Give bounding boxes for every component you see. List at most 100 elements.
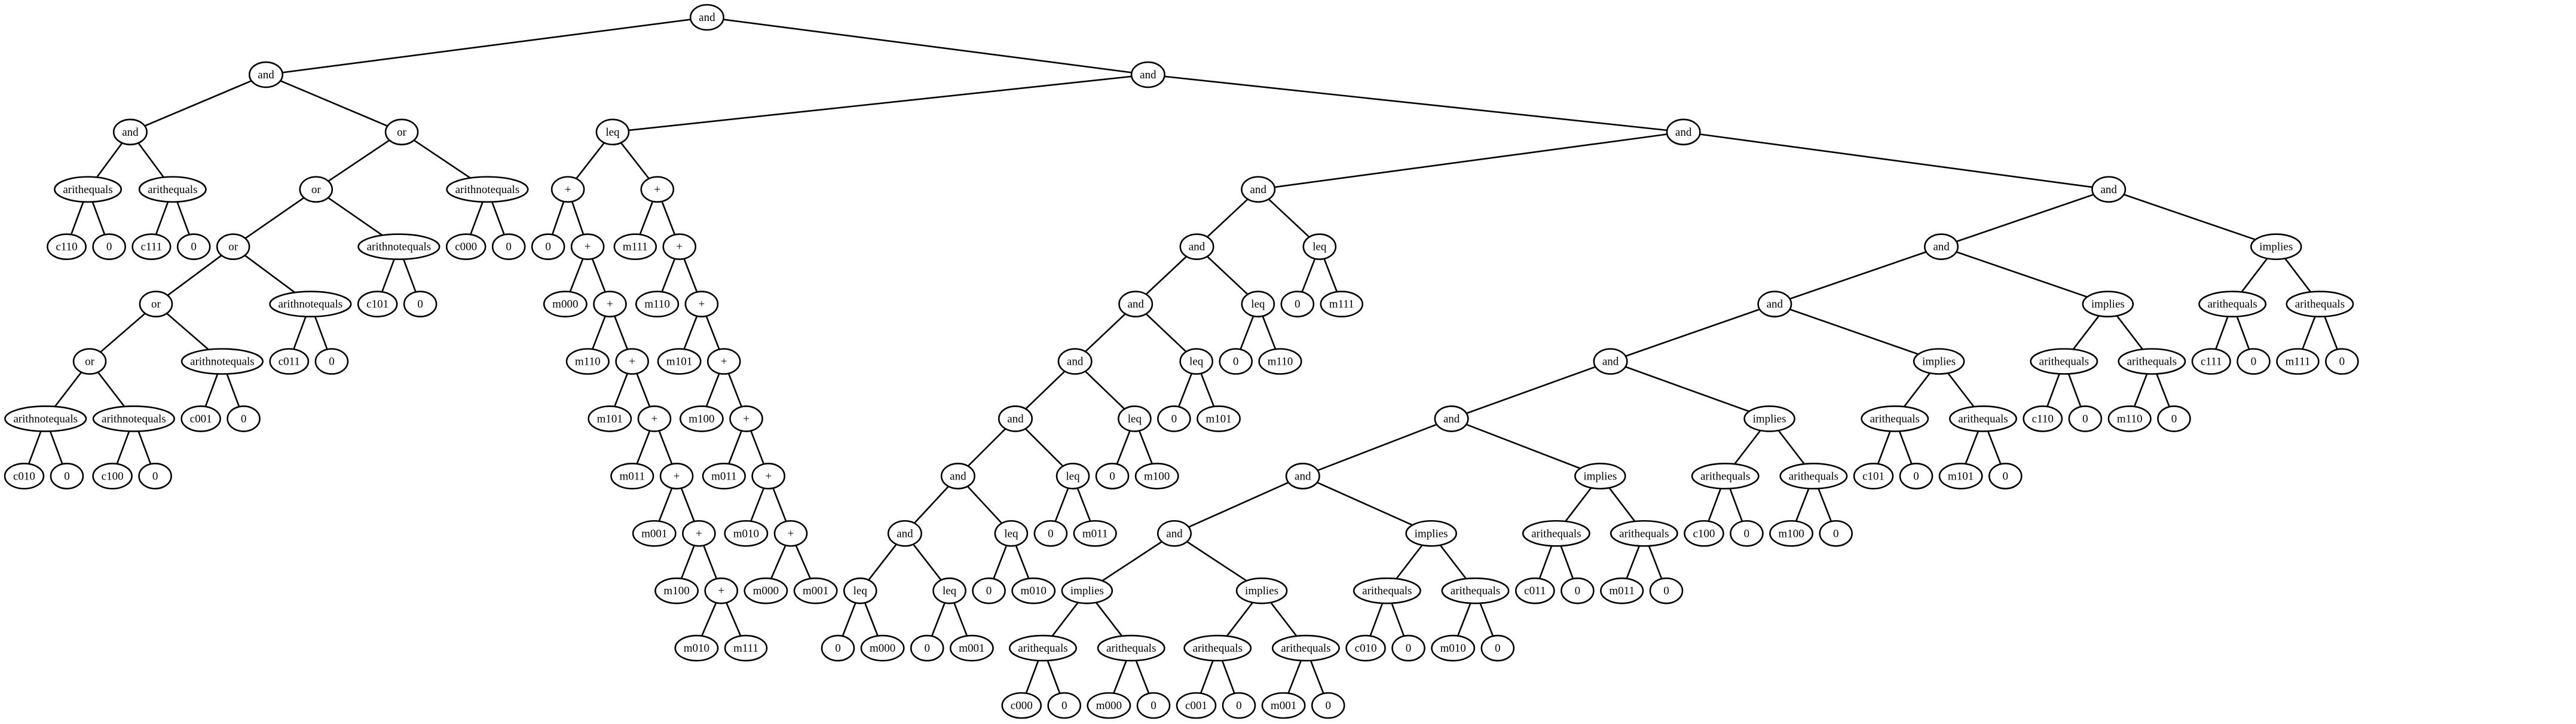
tree-edge bbox=[750, 487, 765, 522]
tree-node-ellipse bbox=[2237, 348, 2271, 375]
tree-node: m000 bbox=[1087, 692, 1131, 719]
tree-edge bbox=[614, 316, 629, 350]
tree-node-label: 0 bbox=[2003, 470, 2009, 482]
tree-node-ellipse bbox=[1001, 692, 1042, 719]
tree-node: and bbox=[1924, 233, 1959, 260]
tree-node-ellipse bbox=[47, 233, 87, 260]
tree-node-label: c111 bbox=[2201, 356, 2222, 368]
tree-edge bbox=[49, 430, 63, 465]
tree-node: c101 bbox=[1853, 463, 1894, 490]
tree-node: implies bbox=[1061, 577, 1113, 604]
tree-edge bbox=[2156, 373, 2170, 407]
tree-node-ellipse bbox=[1610, 520, 1678, 547]
tree-edge bbox=[658, 487, 673, 522]
tree-node-ellipse bbox=[773, 520, 808, 547]
tree-node-label: + bbox=[651, 413, 658, 425]
tree-edge bbox=[1956, 194, 2094, 243]
tree-edge bbox=[658, 430, 673, 465]
tree-node-ellipse bbox=[2250, 233, 2302, 260]
tree-edge bbox=[1138, 430, 1153, 465]
tree-node-label: and bbox=[2100, 184, 2117, 196]
tree-edge bbox=[620, 142, 650, 179]
tree-node-ellipse bbox=[403, 291, 438, 317]
tree-edge bbox=[381, 259, 395, 292]
tree-node-ellipse bbox=[1938, 463, 1983, 490]
tree-node-label: arithnotequals bbox=[455, 184, 520, 196]
tree-edge bbox=[1076, 487, 1091, 522]
tree-edge bbox=[144, 80, 252, 127]
tree-node-ellipse bbox=[751, 463, 785, 490]
tree-node-ellipse bbox=[2276, 348, 2320, 375]
tree-edge bbox=[1734, 430, 1761, 465]
tree-node-ellipse bbox=[269, 348, 310, 375]
tree-edge bbox=[1145, 313, 1187, 353]
tree-edge bbox=[1095, 601, 1123, 637]
tree-node-label: implies bbox=[1922, 356, 1956, 368]
tree-node-ellipse bbox=[595, 118, 630, 146]
tree-node-ellipse bbox=[92, 463, 133, 490]
tree-node: 0 bbox=[176, 233, 211, 260]
tree-node-ellipse bbox=[1183, 634, 1252, 662]
tree-edge bbox=[1565, 487, 1592, 522]
tree-node-ellipse bbox=[1179, 348, 1213, 375]
tree-node-label: implies bbox=[2091, 298, 2125, 311]
tree-node-ellipse bbox=[793, 577, 838, 604]
tree-node-ellipse bbox=[131, 233, 172, 260]
tree-node: or bbox=[139, 291, 173, 317]
tree-node: and bbox=[112, 118, 148, 146]
tree-node-label: arithequals bbox=[63, 184, 112, 196]
tree-node-label: 0 bbox=[2339, 356, 2345, 368]
tree-node-ellipse bbox=[1561, 577, 1595, 604]
tree-node-ellipse bbox=[640, 176, 675, 203]
tree-edge bbox=[551, 201, 565, 235]
tree-node: implies bbox=[1743, 405, 1795, 432]
tree-node-ellipse bbox=[1353, 577, 1421, 604]
tree-node-ellipse bbox=[1649, 577, 1684, 604]
tree-node-label: arithequals bbox=[1700, 470, 1750, 482]
tree-edge bbox=[1947, 372, 1975, 408]
tree-node-label: m010 bbox=[684, 642, 709, 655]
tree-node-label: implies bbox=[1070, 585, 1104, 597]
tree-node: 0 bbox=[1988, 463, 2023, 490]
tree-node-ellipse bbox=[998, 405, 1033, 432]
tree-node-ellipse bbox=[1757, 291, 1792, 317]
tree-edge bbox=[639, 201, 654, 235]
tree-node-label: arithequals bbox=[148, 184, 197, 196]
tree-node-label: m110 bbox=[575, 356, 601, 368]
tree-edge bbox=[27, 430, 42, 465]
tree-node-label: 0 bbox=[1495, 642, 1501, 655]
tree-edge bbox=[1200, 373, 1215, 407]
tree-node-label: + bbox=[607, 298, 613, 311]
tree-edge bbox=[1648, 545, 1663, 579]
tree-node-label: arithequals bbox=[2295, 298, 2345, 311]
tree-node-ellipse bbox=[2091, 176, 2127, 203]
tree-node-ellipse bbox=[1913, 348, 1965, 375]
tree-node-label: + bbox=[721, 356, 727, 368]
tree-node-label: m100 bbox=[689, 413, 714, 425]
tree-node-ellipse bbox=[112, 118, 148, 146]
tree-node-ellipse bbox=[2191, 348, 2231, 375]
tree-node: 0 bbox=[531, 233, 565, 260]
tree-node-ellipse bbox=[1219, 348, 1253, 375]
tree-edge bbox=[1708, 488, 1722, 522]
tree-node: leq bbox=[994, 520, 1029, 547]
tree-node-ellipse bbox=[684, 291, 719, 317]
tree-node: m010 bbox=[674, 634, 719, 662]
tree-node: m001 bbox=[1261, 692, 1306, 719]
tree-edge bbox=[1085, 313, 1126, 353]
tree-node-label: arithequals bbox=[2207, 298, 2257, 311]
tree-node: 0 bbox=[821, 634, 855, 662]
tree-node: c110 bbox=[2023, 405, 2063, 432]
tree-node: arithequals bbox=[1691, 463, 1760, 490]
tree-node-label: leq bbox=[1004, 527, 1018, 540]
tree-node-label: c100 bbox=[1693, 527, 1715, 540]
tree-node-label: implies bbox=[1753, 413, 1786, 425]
tree-node-label: or bbox=[311, 184, 322, 196]
tree-node-label: 0 bbox=[1663, 585, 1669, 597]
tree-edge bbox=[166, 313, 209, 350]
tree-node-label: arithnotequals bbox=[279, 298, 343, 311]
tree-node-label: and bbox=[1443, 413, 1460, 425]
tree-node: m011 bbox=[702, 463, 746, 490]
tree-node-label: 0 bbox=[1236, 699, 1242, 712]
